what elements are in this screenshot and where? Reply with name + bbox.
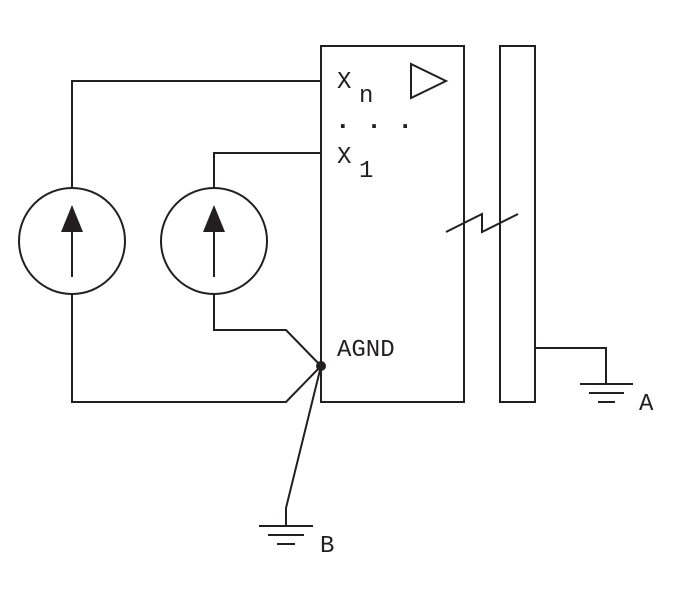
wire-x1 (213, 152, 321, 188)
break-icon (445, 212, 519, 234)
wire-ground-a (535, 347, 607, 384)
label-agnd: AGND (337, 337, 395, 364)
wire-ground-b (285, 365, 322, 526)
label-ground-b: B (320, 533, 334, 560)
label-x1-subscript: 1 (359, 158, 373, 185)
label-xn-base: X (337, 69, 351, 96)
wire-source1-return (213, 294, 322, 367)
label-ground-a: A (639, 391, 654, 418)
wire-sourcen-return (71, 294, 322, 403)
arrow-up-icon (203, 205, 225, 232)
agnd-junction-dot (316, 361, 326, 371)
cable-bar (499, 45, 536, 403)
current-source-1 (160, 187, 268, 295)
wire-xn (71, 80, 321, 188)
amplifier-triangle-icon (410, 62, 449, 100)
label-xn-subscript: n (359, 83, 373, 110)
label-ellipsis: . . . (335, 106, 413, 136)
ground-a-icon (580, 383, 633, 403)
label-x1-base: X (337, 144, 351, 171)
arrow-up-icon (61, 205, 83, 232)
ground-b-icon (259, 525, 313, 545)
current-source-n (18, 187, 126, 295)
